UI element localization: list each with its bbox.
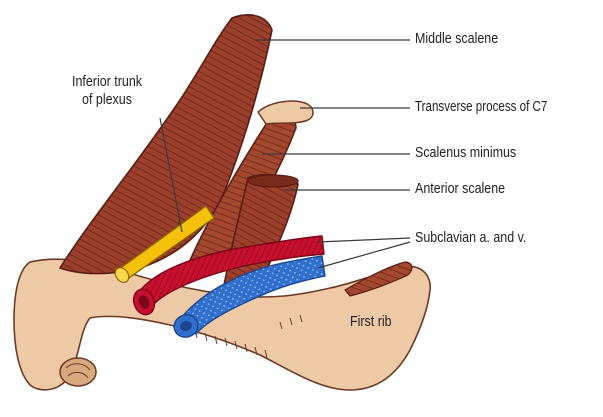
label-subclavian: Subclavian a. and v. [415, 230, 526, 247]
transverse-process-c7 [258, 101, 313, 124]
label-inferior-trunk-line1: Inferior trunk [55, 74, 160, 91]
label-inferior-trunk-line2: of plexus [55, 92, 160, 109]
label-anterior-scalene: Anterior scalene [415, 181, 505, 198]
label-first-rib: First rib [350, 314, 392, 331]
leader-subclavian-vein [318, 242, 410, 268]
label-middle-scalene: Middle scalene [415, 31, 498, 48]
label-scalenus-minimus: Scalenus minimus [415, 145, 516, 162]
label-transverse-process: Transverse process of C7 [415, 99, 547, 116]
leader-subclavian-artery [318, 238, 410, 242]
